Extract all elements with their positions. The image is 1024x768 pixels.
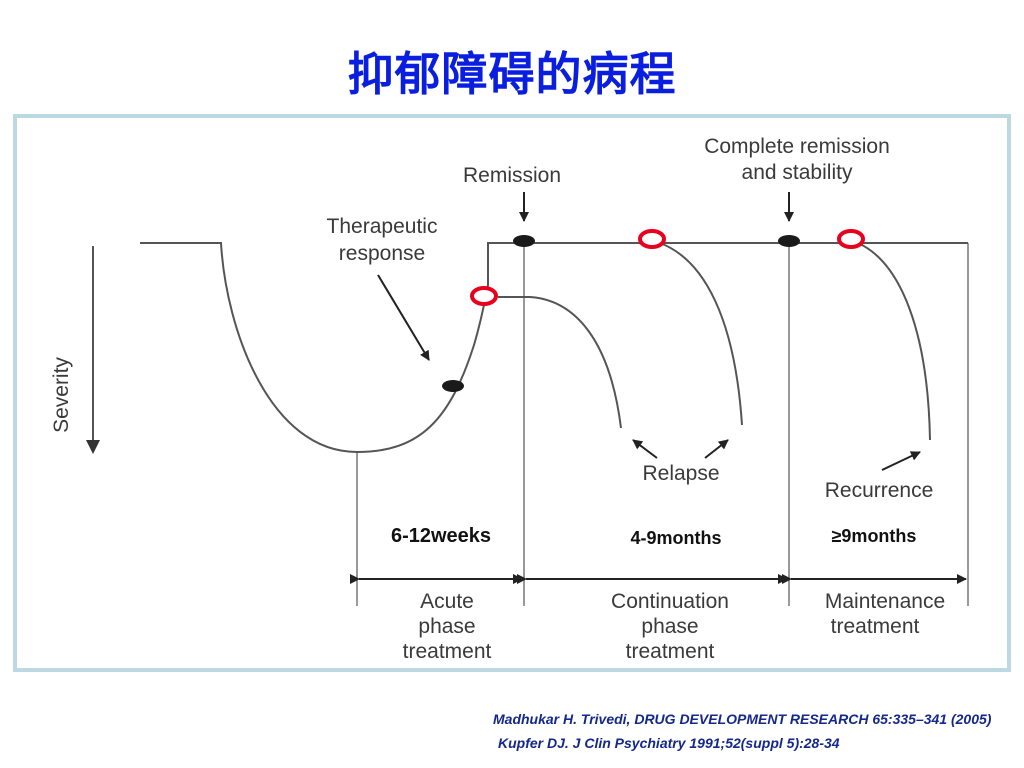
severity-label: Severity xyxy=(50,357,73,433)
complete-remission-dot xyxy=(778,235,800,247)
remission-label: Remission xyxy=(463,164,561,187)
remission-dot xyxy=(513,235,535,247)
continuation-phase-label-line1: Continuation xyxy=(611,590,729,613)
acute-duration-label: 6-12weeks xyxy=(391,525,491,547)
therapeutic-response-dot xyxy=(442,380,464,392)
complete-remission-label-line1: Complete remission xyxy=(704,135,890,158)
recurrence-marker xyxy=(837,229,865,249)
maintenance-duration-label: ≥9months xyxy=(832,526,917,546)
therapeutic-response-label-line1: Therapeutic xyxy=(327,215,438,238)
complete-remission-label-line2: and stability xyxy=(742,161,853,184)
continuation-phase-label-line3: treatment xyxy=(626,640,715,663)
relapse-arrow-left xyxy=(632,439,658,459)
therapeutic-response-arrow xyxy=(377,274,430,361)
slide-title: 抑郁障碍的病程 xyxy=(347,47,677,101)
continuation-phase-label-line2: phase xyxy=(641,615,698,638)
continuation-duration-label: 4-9months xyxy=(630,528,721,548)
acute-phase-label-line1: Acute xyxy=(420,590,474,613)
relapse-curve-late xyxy=(659,242,743,426)
acute-phase-label-line2: phase xyxy=(418,615,475,638)
therapeutic-response-label-line2: response xyxy=(339,242,425,265)
recurrence-curve xyxy=(857,242,931,441)
relapse-marker-late xyxy=(638,229,666,249)
relapse-label: Relapse xyxy=(642,462,719,485)
maintenance-phase-label-line2: treatment xyxy=(831,615,920,638)
citation-kupfer: Kupfer DJ. J Clin Psychiatry 1991;52(sup… xyxy=(498,735,840,751)
relapse-arrow-right xyxy=(704,439,729,459)
recurrence-arrow xyxy=(881,451,921,471)
maintenance-phase-label-line1: Maintenance xyxy=(825,590,945,613)
recurrence-label: Recurrence xyxy=(825,479,934,502)
relapse-curve-early xyxy=(498,296,622,429)
severity-axis-arrowhead xyxy=(86,440,100,454)
citation-trivedi: Madhukar H. Trivedi, DRUG DEVELOPMENT RE… xyxy=(493,711,992,727)
acute-phase-label-line3: treatment xyxy=(403,640,492,663)
relapse-marker-early xyxy=(470,286,498,306)
severity-course-line xyxy=(140,242,968,454)
